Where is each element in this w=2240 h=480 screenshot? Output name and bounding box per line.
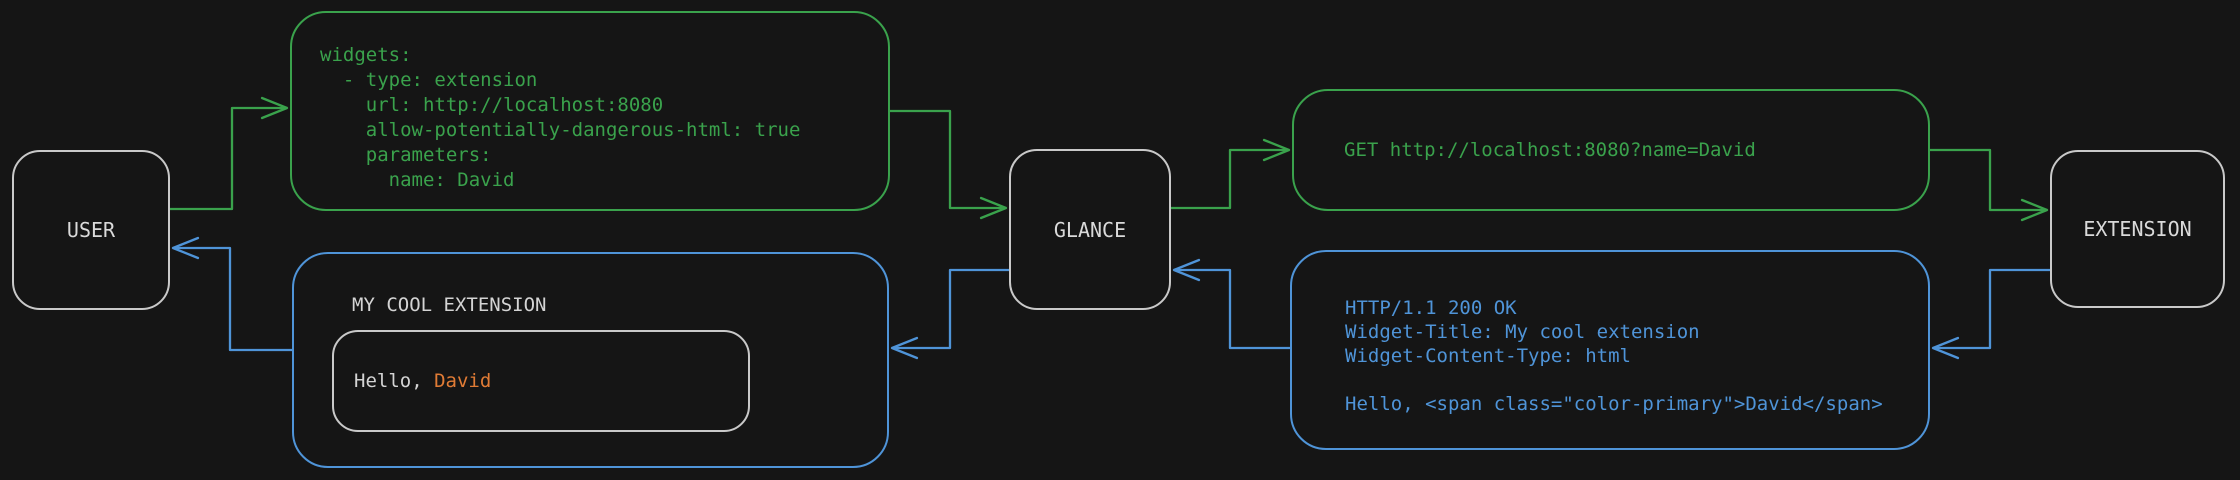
extension-node-label: EXTENSION (2083, 217, 2192, 241)
user-node: USER (12, 150, 170, 310)
rendered-widget-panel: MY COOL EXTENSION Hello, David (292, 252, 889, 468)
yaml-line: parameters: (320, 144, 492, 166)
widget-greeting-box: Hello, David (332, 330, 750, 432)
yaml-line: url: http://localhost:8080 (320, 94, 664, 116)
arrow-glance-to-request (1169, 138, 1291, 210)
http-response-panel: HTTP/1.1 200 OK Widget-Title: My cool ex… (1290, 250, 1930, 450)
yaml-line: name: David (320, 169, 515, 191)
extension-node: EXTENSION (2050, 150, 2225, 308)
response-line: HTTP/1.1 200 OK (1345, 297, 1517, 319)
greeting-name: David (434, 370, 492, 392)
yaml-line: allow-potentially-dangerous-html: true (320, 119, 801, 141)
greeting-prefix: Hello, (354, 370, 435, 392)
arrow-request-to-extension (1928, 148, 2049, 222)
http-request-line: GET http://localhost:8080?name=David (1344, 138, 1756, 161)
response-line (1345, 368, 1908, 392)
arrow-user-to-config (168, 96, 289, 211)
http-request-panel: GET http://localhost:8080?name=David (1292, 89, 1930, 211)
glance-node: GLANCE (1009, 149, 1171, 310)
glance-node-label: GLANCE (1053, 217, 1127, 242)
yaml-config-panel: widgets: - type: extension url: http://l… (290, 11, 890, 211)
widget-title: MY COOL EXTENSION (352, 294, 547, 316)
arrow-extension-to-response (1931, 268, 2052, 360)
response-line: Hello, <span class="color-primary">David… (1345, 393, 1883, 415)
arrow-config-to-glance (888, 109, 1008, 220)
response-line: Widget-Title: My cool extension (1345, 321, 1700, 343)
arrow-response-to-glance (1172, 258, 1292, 350)
yaml-line: widgets: (320, 44, 412, 66)
arrow-widget-to-user (171, 236, 294, 352)
user-node-label: USER (66, 218, 116, 242)
arrow-glance-to-widget (890, 268, 1011, 360)
response-line: Widget-Content-Type: html (1345, 345, 1631, 367)
yaml-line: - type: extension (320, 69, 538, 91)
